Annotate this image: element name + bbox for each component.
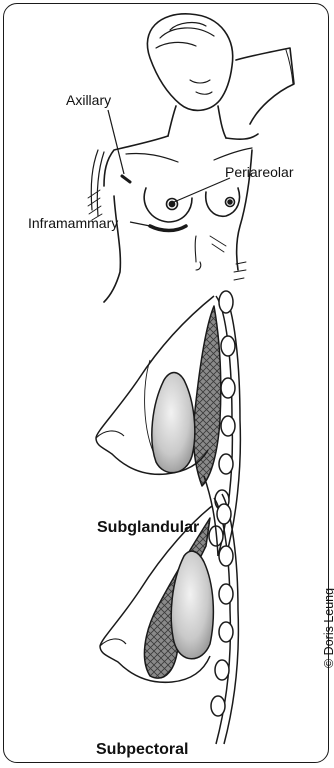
torso-figure bbox=[88, 14, 294, 302]
label-inframammary: Inframammary bbox=[28, 215, 118, 231]
caption-subpectoral: Subpectoral bbox=[96, 741, 188, 759]
caption-subglandular: Subglandular bbox=[97, 519, 199, 537]
copyright-credit: © Doris Leung bbox=[322, 588, 334, 668]
label-axillary: Axillary bbox=[66, 92, 111, 108]
label-periareolar: Periareolar bbox=[225, 164, 293, 180]
